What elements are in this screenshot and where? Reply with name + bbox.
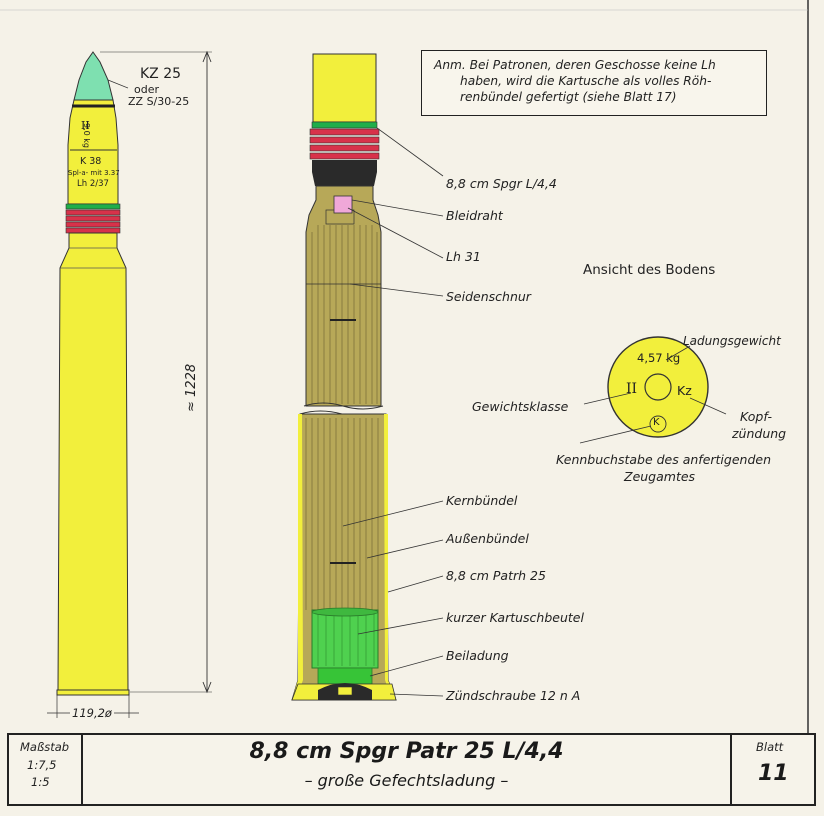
note-line-1: Anm. Bei Patronen, deren Geschosse keine…	[434, 58, 716, 72]
label-core-bundle: Kernbündel	[446, 493, 518, 508]
charge-weight-label: Ladungsgewicht	[683, 334, 781, 348]
fuze-label: KZ 25	[140, 66, 182, 82]
charge-weight-value: 4,57 kg	[637, 351, 681, 365]
arsenal-label-1: Kennbuchstabe des anfertigenden	[556, 452, 772, 467]
note-line-2: haben, wird die Kartusche als volles Röh…	[460, 74, 712, 88]
note-line-3: renbündel gefertigt (siehe Blatt 17)	[460, 90, 677, 104]
mark-filling-1: K 38	[80, 156, 102, 167]
fuze-type-label-2: zündung	[732, 426, 787, 441]
scale-value-2: 1:5	[31, 775, 50, 789]
title-block: Maßstab 1:7,5 1:5 8,8 cm Spgr Patr 25 L/…	[7, 733, 816, 806]
label-lh: Lh 31	[446, 249, 481, 264]
drawing-title: 8,8 cm Spgr Patr 25 L/4,4	[249, 739, 564, 764]
base-view-title: Ansicht des Bodens	[583, 262, 716, 278]
label-primer: Zündschraube 12 n A	[446, 688, 581, 703]
length-dimension: ≈ 1228	[184, 363, 199, 412]
technical-drawing	[0, 0, 809, 733]
weight-class-label: Gewichtsklasse	[472, 399, 569, 414]
label-projectile: 8,8 cm Spgr L/4,4	[446, 176, 557, 191]
arsenal-label-2: Zeugamtes	[624, 469, 696, 484]
label-igniter: Beiladung	[446, 648, 509, 663]
scale-cell: Maßstab 1:7,5 1:5	[9, 735, 83, 804]
arsenal-mark: K	[653, 417, 660, 428]
mark-weight-class: II	[81, 119, 90, 132]
diameter-dimension: 119,2ø	[70, 706, 114, 720]
label-lead-wire: Bleidraht	[446, 208, 503, 223]
cartridge-section-view	[291, 53, 397, 701]
label-case: 8,8 cm Patrh 25	[446, 568, 546, 583]
leader-lines	[342, 127, 444, 697]
fuze-alt-or: oder	[134, 83, 160, 96]
mark-filling-3: Lh 2/37	[77, 179, 109, 189]
fuze-mark: Kz	[677, 383, 692, 398]
label-short-bag: kurzer Kartuschbeutel	[446, 610, 584, 625]
weight-class-mark: II	[626, 381, 638, 397]
fuze-alt-label: ZZ S/30-25	[128, 95, 190, 108]
scale-label: Maßstab	[20, 740, 70, 754]
sheet-number: 11	[758, 761, 789, 786]
mark-filling-2: Spl-a- mit 3.37	[68, 169, 120, 177]
sheet-cell: Blatt 11	[730, 735, 814, 804]
base-view-diagram	[579, 336, 727, 444]
drawing-subtitle: – große Gefechtsladung –	[304, 771, 509, 790]
label-outer-bundle: Außenbündel	[446, 531, 529, 546]
annotation-note: Anm. Bei Patronen, deren Geschosse keine…	[421, 50, 767, 116]
mark-weight: 9,0 kg	[82, 123, 91, 148]
cartridge-side-view	[47, 50, 212, 718]
scale-value-1: 1:7,5	[27, 758, 57, 772]
label-silk-cord: Seidenschnur	[446, 289, 531, 304]
sheet-label: Blatt	[756, 740, 784, 754]
fuze-type-label-1: Kopf-	[740, 409, 773, 424]
